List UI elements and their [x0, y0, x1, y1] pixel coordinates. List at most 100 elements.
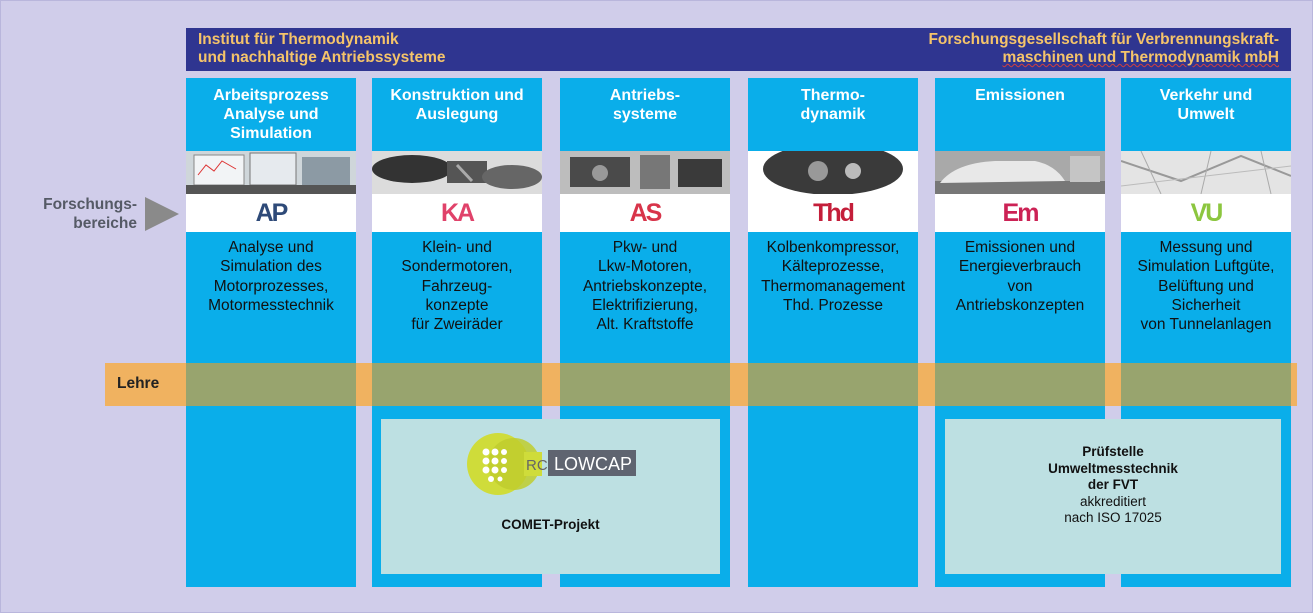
desc-line: Simulation des — [220, 258, 322, 276]
column-title-line: Antriebs- — [609, 87, 681, 104]
column-description: Analyse und Simulation des Motorprozesse… — [186, 238, 356, 315]
desc-line: Analyse und — [228, 239, 314, 256]
society-name-line1: Forschungsgesellschaft für Verbrennungsk… — [928, 31, 1279, 48]
test-facility-line: Umweltmesstechnik — [1048, 460, 1178, 476]
column-title-line: Umwelt — [1177, 106, 1235, 123]
arrow-right-icon — [145, 197, 179, 231]
column-title-line: Verkehr und — [1159, 87, 1253, 104]
engine-photo — [372, 151, 542, 194]
desc-line: konzepte — [425, 296, 489, 314]
desc-line: Elektrifizierung, — [592, 296, 698, 314]
desc-line: Kolbenkompressor, — [766, 239, 900, 256]
desc-line: Antriebskonzepten — [955, 296, 1085, 314]
teaching-band-segment — [935, 363, 1105, 406]
column-title-line: Emissionen — [975, 87, 1065, 104]
teaching-band-segment — [186, 363, 356, 406]
logo-text: Thd — [813, 198, 855, 227]
test-facility-box: Prüfstelle Umweltmesstechnik der FVT akk… — [945, 419, 1281, 574]
column-description: Pkw- und Lkw-Motoren, Antriebskonzepte, … — [560, 238, 730, 334]
desc-line: Sicherheit — [1171, 296, 1241, 314]
lab-photo — [186, 151, 356, 194]
desc-line: Belüftung und — [1158, 277, 1254, 295]
vu-logo: VU — [1121, 194, 1291, 232]
comet-title: COMET-Projekt — [501, 517, 600, 532]
test-facility-line: nach ISO 17025 — [1064, 510, 1162, 525]
column-title-line: Auslegung — [415, 106, 499, 123]
logo-text: AP — [255, 198, 289, 227]
test-facility-text: Prüfstelle Umweltmesstechnik der FVT akk… — [945, 444, 1281, 527]
column-title: Arbeitsprozess Analyse und Simulation — [186, 86, 356, 143]
header-bar: Institut für Thermodynamik und nachhalti… — [186, 28, 1291, 71]
institute-name-line2: und nachhaltige Antriebssysteme — [198, 49, 446, 66]
institute-name-line1: Institut für Thermodynamik — [198, 31, 399, 48]
map-photo — [1121, 151, 1291, 194]
research-areas-label-line1: Forschungs- — [43, 196, 137, 213]
column-title: Verkehr und Umwelt — [1121, 86, 1291, 124]
logo-text: VU — [1190, 198, 1224, 227]
desc-line: Motormesstechnik — [208, 296, 334, 314]
teaching-band-segment — [1121, 363, 1291, 406]
desc-line: Alt. Kraftstoffe — [596, 316, 694, 334]
column-title-line: systeme — [612, 106, 678, 123]
desc-line: Simulation Luftgüte, — [1137, 258, 1275, 276]
desc-line: Emissionen und — [964, 239, 1076, 256]
logo-text: AS — [629, 198, 663, 227]
desc-line: Antriebskonzepte, — [582, 277, 708, 295]
column-description: Kolbenkompressor, Kälteprozesse, Thermom… — [748, 238, 918, 315]
column-arbeitsprozess: Arbeitsprozess Analyse und Simulation AP… — [186, 78, 356, 587]
test-facility-line: akkreditiert — [1079, 493, 1147, 509]
logo-text: Em — [1002, 198, 1040, 227]
desc-line: Thd. Prozesse — [783, 296, 883, 314]
desc-line: Sondermotoren, — [401, 258, 513, 276]
column-description: Klein- und Sondermotoren, Fahrzeug- konz… — [372, 238, 542, 334]
desc-line: Motorprozesses, — [213, 277, 329, 295]
column-title-line: dynamik — [800, 106, 866, 123]
test-facility-line: der FVT — [1087, 477, 1139, 492]
desc-line: Thermomanagement — [761, 277, 905, 295]
desc-line: Messung und — [1159, 239, 1253, 256]
column-title: Emissionen — [935, 86, 1105, 105]
institute-name: Institut für Thermodynamik und nachhalti… — [198, 31, 446, 67]
logo-text: KA — [440, 198, 475, 227]
research-areas-label: Forschungs- bereiche — [13, 195, 137, 233]
column-title: Konstruktion und Auslegung — [372, 86, 542, 124]
desc-line: Lkw-Motoren, — [598, 258, 692, 276]
comet-project-box: RC LOWCAP COMET-Projekt — [381, 419, 720, 574]
logo-rc-text: RC — [526, 457, 548, 474]
engine-photo — [560, 151, 730, 194]
teaching-band-segment — [372, 363, 542, 406]
desc-line: Klein- und — [422, 239, 492, 256]
car-photo — [935, 151, 1105, 194]
desc-line: Fahrzeug- — [421, 277, 493, 295]
ap-logo: AP — [186, 194, 356, 232]
column-title-line: Arbeitsprozess — [213, 87, 329, 104]
compressor-photo — [748, 151, 918, 194]
desc-line: Kälteprozesse, — [781, 258, 885, 276]
research-areas-label-line2: bereiche — [73, 215, 137, 232]
test-facility-line: Prüfstelle — [1082, 444, 1144, 459]
column-description: Messung und Simulation Luftgüte, Belüftu… — [1121, 238, 1291, 334]
desc-line: von — [1007, 277, 1033, 295]
column-title-line: Konstruktion und — [390, 87, 524, 104]
column-thermodynamik: Thermo- dynamik Thd Kolbenkompressor, Kä… — [748, 78, 918, 587]
society-name-line2: maschinen und Thermodynamik mbH — [1002, 49, 1279, 66]
column-title: Thermo- dynamik — [748, 86, 918, 124]
teaching-band-segment — [560, 363, 730, 406]
desc-line: Energieverbrauch — [958, 258, 1082, 276]
em-logo: Em — [935, 194, 1105, 232]
rc-lowcap-logo: RC LOWCAP — [467, 433, 636, 495]
teaching-band-segment — [748, 363, 918, 406]
logo-name-text: LOWCAP — [554, 454, 632, 474]
thd-logo: Thd — [748, 194, 918, 232]
column-description: Emissionen und Energieverbrauch von Antr… — [935, 238, 1105, 315]
column-title: Antriebs- systeme — [560, 86, 730, 124]
teaching-label: Lehre — [117, 375, 160, 392]
desc-line: Pkw- und — [612, 239, 678, 256]
desc-line: für Zweiräder — [411, 316, 503, 334]
column-title-line: Thermo- — [801, 87, 865, 104]
column-title-line: Analyse und — [223, 106, 319, 123]
column-title-line: Simulation — [230, 125, 312, 142]
as-logo: AS — [560, 194, 730, 232]
ka-logo: KA — [372, 194, 542, 232]
